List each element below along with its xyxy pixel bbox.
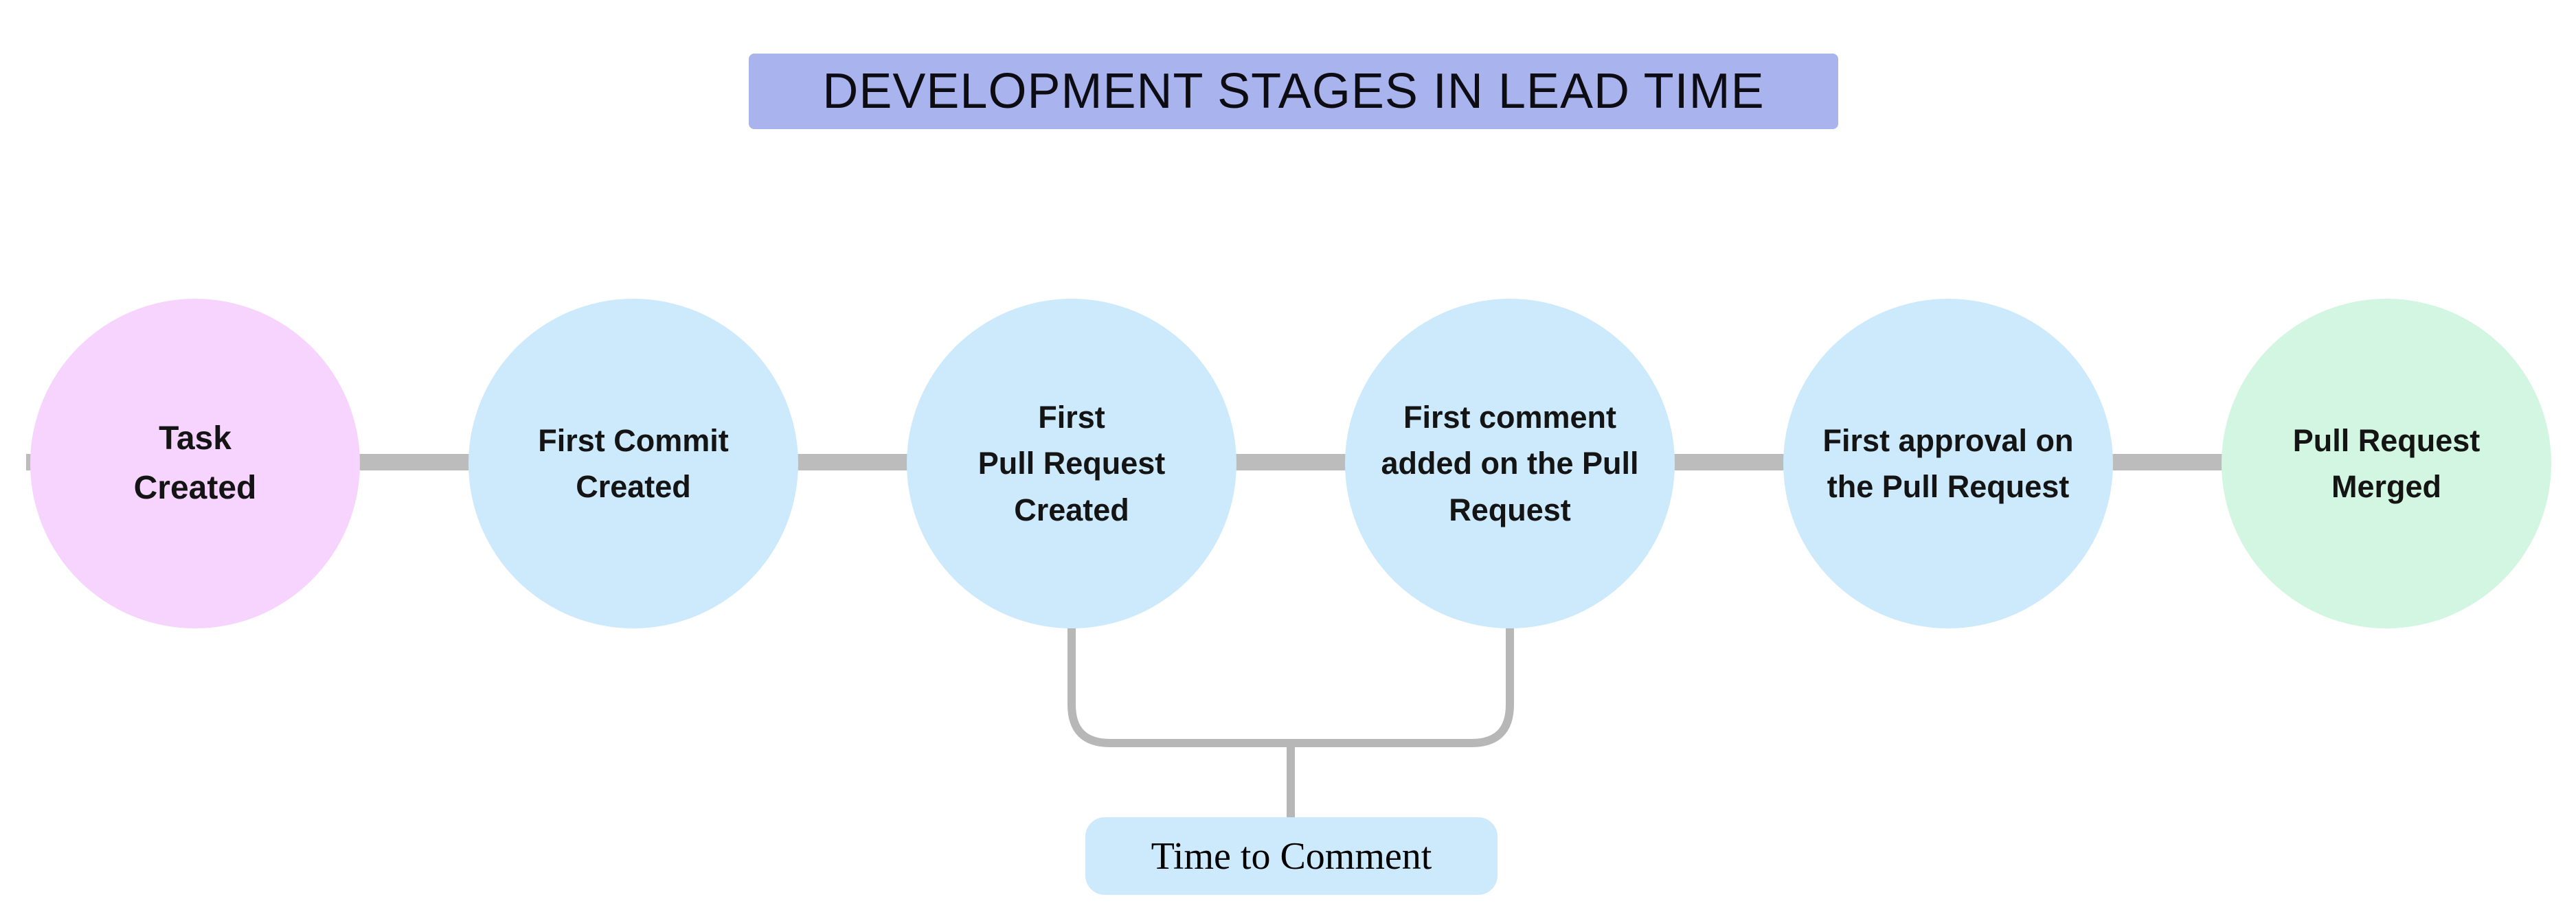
diagram-title: DEVELOPMENT STAGES IN LEAD TIME — [749, 54, 1838, 129]
time-to-comment-label: Time to Comment — [1085, 817, 1498, 895]
stage-circle-first-approval: First approval on the Pull Request — [1783, 299, 2113, 628]
stage-circle-pull-request-merged: Pull Request Merged — [2222, 299, 2551, 628]
stage-circle-first-pull-request-created: First Pull Request Created — [907, 299, 1236, 628]
bracket-curve — [1067, 622, 1514, 747]
stage-circle-first-commit-created: First Commit Created — [468, 299, 798, 628]
stage-circle-task-created: Task Created — [30, 299, 360, 628]
stage-circle-first-comment-added: First comment added on the Pull Request — [1345, 299, 1675, 628]
